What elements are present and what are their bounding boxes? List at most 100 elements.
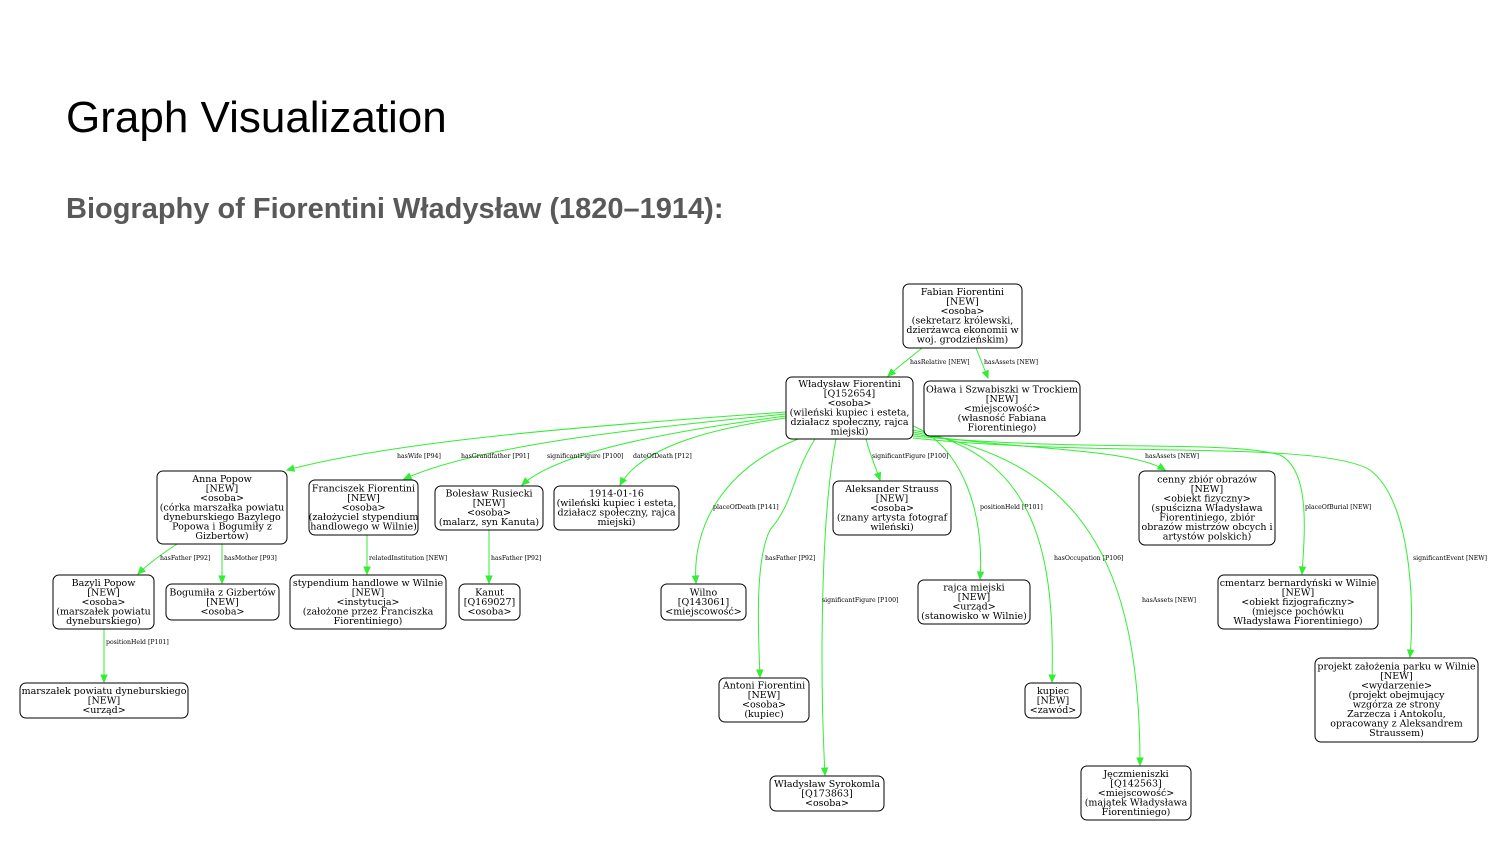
edge-wladyslaw-to-cmentarz: placeOfBurial [NEW]	[912, 435, 1371, 576]
node-text-line: [NEW]	[1037, 695, 1069, 706]
node-text-line: cenny zbiór obrazów	[1157, 474, 1257, 485]
node-text-line: [Q142563]	[1110, 778, 1161, 789]
edge-wladyslaw-to-strauss: significantFigure [P100]	[865, 438, 948, 482]
node-text-line: Fiorentiniego)	[1102, 807, 1171, 818]
node-text-line: Bolesław Rusiecki	[445, 489, 532, 500]
node-box	[902, 283, 1023, 349]
edge-line	[821, 438, 837, 776]
node-box	[553, 485, 680, 531]
node-text-line: <osoba>	[468, 606, 512, 617]
node-box	[52, 574, 155, 630]
node-text-line: [NEW]	[347, 493, 379, 504]
node-text-line: (założyciel stypendium	[309, 512, 419, 523]
node-text-line: Aleksander Strauss	[844, 484, 939, 495]
edge-wladyslaw-to-antoni: hasFather [P92]	[755, 438, 816, 679]
node-bogumila: Bogumiła z Gizbertów[NEW]<osoba>	[165, 583, 280, 621]
edge-wladyslaw-to-boleslaw: significantFigure [P100]	[521, 415, 787, 486]
edge-line	[912, 429, 1053, 683]
node-text-line: (wileński kupiec i esteta,	[557, 498, 677, 509]
node-kanut: Kanut[Q169027]<osoba>	[458, 583, 521, 621]
node-syrokomla: Władysław Syrokomla[Q173863]<osoba>	[769, 775, 885, 812]
node-text-line: <instytucja>	[336, 597, 399, 608]
node-text-line: (miejsce pochówku	[1252, 606, 1344, 617]
node-zbior: cenny zbiór obrazów[NEW]<obiekt fizyczny…	[1138, 470, 1276, 546]
node-text-line: [NEW]	[87, 587, 119, 598]
node-box	[19, 682, 189, 719]
edge-line	[912, 431, 1141, 766]
node-text-line: <obiekt fizyczny>	[1163, 493, 1251, 504]
node-text-line: Fiorentiniego, zbiór	[1159, 512, 1255, 523]
node-text-line: Straussem)	[1369, 728, 1424, 739]
node-box	[156, 470, 288, 545]
arrowhead-icon	[485, 575, 493, 585]
edge-bazyli-to-marszalek: positionHeld [P101]	[100, 629, 169, 684]
arrowhead-icon	[1156, 462, 1167, 471]
arrowhead-icon	[521, 477, 531, 486]
arrowhead-icon	[363, 566, 371, 576]
edge-label: dateOfDeath [P12]	[633, 453, 692, 460]
slide-title: Graph Visualization	[66, 93, 447, 142]
node-text-line: [NEW]	[206, 483, 238, 494]
node-text-line: <osoba>	[201, 606, 245, 617]
edge-wladyslaw-to-anna: hasWife [P94]	[285, 411, 787, 472]
node-text-line: artystów polskich)	[1163, 531, 1252, 542]
node-box	[1314, 657, 1479, 743]
node-text-line: <urząd>	[82, 705, 125, 716]
edge-line	[912, 437, 1413, 658]
node-text-line: projekt założenia parku w Wilnie	[1317, 662, 1476, 673]
node-text-line: <osoba>	[870, 503, 914, 514]
edge-line	[695, 438, 799, 584]
edge-label: hasAssets [NEW]	[1142, 597, 1196, 604]
arrowhead-icon	[1406, 649, 1415, 659]
edge-line	[912, 435, 1305, 575]
node-text-line: woj. grodzieńskim)	[917, 335, 1008, 346]
node-text-line: handlowego w Wilnie)	[310, 521, 417, 532]
node-box	[832, 480, 952, 536]
node-text-line: (własność Fabiana	[958, 413, 1047, 424]
edge-label: significantEvent [NEW]	[1413, 555, 1487, 562]
node-text-line: Fabian Fiorentini	[921, 287, 1004, 298]
node-text-line: <miejscowość>	[665, 606, 742, 617]
nodes-layer: Fabian Fiorentini[NEW]<osoba>(sekretarz …	[19, 283, 1479, 821]
edge-label: hasAssets [NEW]	[984, 359, 1038, 366]
arrowhead-icon	[1298, 566, 1307, 576]
node-text-line: miejski)	[831, 427, 869, 438]
node-text-line: Władysława Fiorentiniego)	[1233, 616, 1362, 627]
node-text-line: <urząd>	[952, 602, 995, 613]
edge-wladyslaw-to-wilno: placeOfDeath [P141]	[691, 438, 799, 585]
node-text-line: [NEW]	[352, 587, 384, 598]
arrowhead-icon	[1048, 674, 1056, 684]
node-cmentarz: cmentarz bernardyński w Wilnie[NEW]<obie…	[1217, 574, 1379, 630]
node-box	[1138, 470, 1276, 546]
node-wilno: Wilno[Q143061]<miejscowość>	[660, 583, 747, 621]
edge-label: hasFather [P92]	[491, 555, 541, 562]
node-box	[434, 485, 544, 531]
node-text-line: dyneburskiego Bazylego	[163, 512, 281, 523]
edge-franciszek-to-stypendium: relatedInstitution [NEW]	[363, 535, 447, 576]
node-box	[1217, 574, 1379, 630]
arrowhead-icon	[981, 369, 989, 380]
node-text-line: [NEW]	[206, 597, 238, 608]
arrowhead-icon	[691, 575, 700, 585]
arrowhead-icon	[887, 368, 897, 377]
arrowhead-icon	[100, 674, 108, 684]
node-bazyli: Bazyli Popow[NEW]<osoba>(marszałek powia…	[52, 574, 155, 630]
node-strauss: Aleksander Strauss[NEW]<osoba>(znany art…	[832, 480, 952, 536]
node-text-line: (marszałek powiatu	[56, 606, 151, 617]
node-text-line: [Q169027]	[464, 597, 515, 608]
edge-label: hasRelative [NEW]	[910, 359, 970, 366]
node-kupiec: kupiec[NEW]<zawód>	[1024, 682, 1082, 719]
node-text-line: Władysław Fiorentini	[798, 379, 900, 390]
node-text-line: cmentarz bernardyński w Wilnie	[1220, 578, 1377, 589]
arrowhead-icon	[1136, 757, 1144, 767]
node-box	[308, 479, 419, 536]
edge-label: hasMother [P93]	[224, 555, 277, 562]
edge-label: significantFigure [P100]	[822, 597, 898, 604]
node-marszalek: marszałek powiatu dyneburskiego[NEW]<urz…	[19, 682, 189, 719]
node-text-line: Antoni Fiorentini	[722, 681, 805, 692]
edge-wladyslaw-to-date: dateOfDeath [P12]	[619, 417, 787, 487]
node-text-line: <osoba>	[467, 508, 511, 519]
edge-fabian-to-wladyslaw: hasRelative [NEW]	[887, 347, 970, 377]
node-text-line: <osoba>	[200, 493, 244, 504]
